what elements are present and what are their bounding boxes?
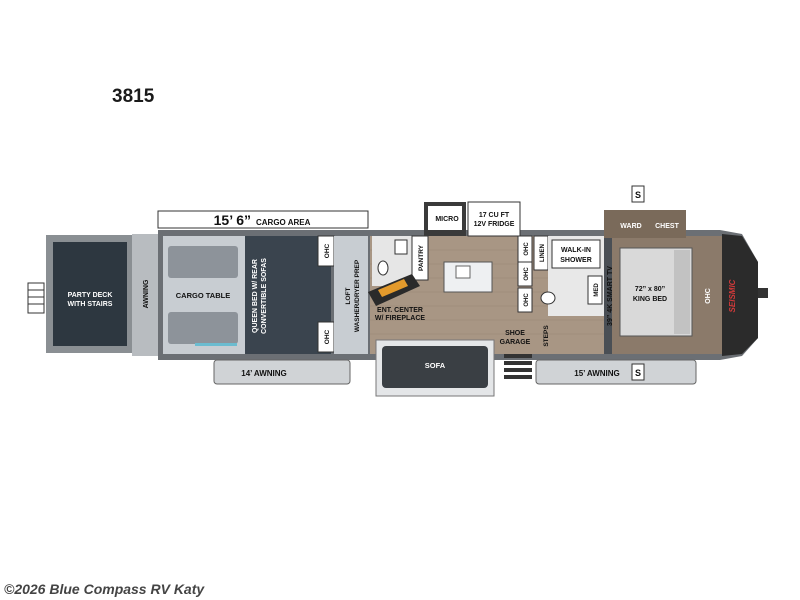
slide-marker-bottom-label: S xyxy=(635,368,641,378)
linen-label: LINEN xyxy=(540,244,546,262)
king-bed-label-1: 72” x 80” xyxy=(635,286,665,293)
micro-label: MICRO xyxy=(435,216,459,223)
cargo-dimension-value: 15’ 6” xyxy=(214,212,251,228)
slide-marker-top xyxy=(631,185,645,203)
ohc-garage-top: OHC xyxy=(324,243,331,258)
ohc-mid-2: OHC xyxy=(524,267,530,281)
ohc-bedroom: OHC xyxy=(705,288,712,304)
ohc-mid-1: OHC xyxy=(524,242,530,256)
tv-wall xyxy=(604,236,612,354)
party-deck-label-2: WITH STAIRS xyxy=(68,301,113,308)
rear-awning-label: AWNING xyxy=(143,279,150,308)
party-deck-label-1: PARTY DECK xyxy=(68,292,113,299)
shower-label-1: WALK-IN xyxy=(561,247,591,254)
watermark: ©2026 Blue Compass RV Katy xyxy=(4,581,205,597)
slide-marker-top-label: S xyxy=(635,190,641,200)
awning-15 xyxy=(535,359,697,385)
sofa-label: SOFA xyxy=(425,361,446,370)
island-sink xyxy=(455,265,471,279)
hitch xyxy=(758,288,768,298)
sofa xyxy=(382,346,488,388)
model-number: 3815 xyxy=(112,86,155,107)
pillows xyxy=(674,250,690,334)
front-cap xyxy=(722,234,758,356)
micro-inner xyxy=(428,206,462,230)
chest-label: CHEST xyxy=(655,223,679,230)
fridge-label-2: 12V FRIDGE xyxy=(474,221,515,228)
ohc-column-mid: OHC OHC OHC xyxy=(517,235,533,313)
ent-center: ENT. CENTER W/ FIREPLACE xyxy=(368,274,425,322)
cargo-garage: CARGO TABLE QUEEN BED W/ REAR CONVERTIBL… xyxy=(163,235,368,354)
ohc-garage-bottom: OHC xyxy=(324,329,331,344)
sink-front xyxy=(394,239,408,255)
walk-in-shower xyxy=(551,239,601,269)
med-cabinet xyxy=(587,275,603,305)
ward-label: WARD xyxy=(620,223,641,230)
cargo-area-label: CARGO AREA xyxy=(256,218,311,227)
slide-marker-bottom xyxy=(631,363,645,381)
med-label: MED xyxy=(594,283,600,297)
ent-center-label-2: W/ FIREPLACE xyxy=(375,315,425,322)
entry-steps xyxy=(504,354,532,379)
tv-label: 39” 4K SMART TV xyxy=(607,266,614,326)
washer-dryer-label: WASHER/DRYER PREP xyxy=(354,259,361,332)
shoe-label-2: GARAGE xyxy=(500,339,531,346)
ward-chest xyxy=(604,210,686,238)
fridge-label-1: 17 CU FT xyxy=(479,212,510,219)
awning-14 xyxy=(213,359,351,385)
pantry-label: PANTRY xyxy=(418,244,425,271)
awning-15-label: 15’ AWNING xyxy=(574,369,620,378)
cargo-dimension: 15’ 6” CARGO AREA xyxy=(157,210,369,229)
fridge-box xyxy=(467,201,521,237)
ohc-mid-3: OHC xyxy=(524,293,530,307)
cargo-table-label: CARGO TABLE xyxy=(176,291,230,300)
shower-label-2: SHOWER xyxy=(560,257,592,264)
pantry xyxy=(411,235,429,281)
rear-awning xyxy=(132,234,158,356)
toilet-rear xyxy=(540,291,556,305)
steps-label: STEPS xyxy=(543,325,550,347)
queen-bed-label-2: CONVERTIBLE SOFAS xyxy=(261,258,268,334)
king-bed-label-2: KING BED xyxy=(633,296,667,303)
brand-logo: SEISMIC xyxy=(728,279,737,312)
shoe-label-1: SHOE xyxy=(505,330,525,337)
awning-14-label: 14’ AWNING xyxy=(241,369,287,378)
ent-center-label-1: ENT. CENTER xyxy=(377,307,423,314)
party-deck: PARTY DECK WITH STAIRS xyxy=(27,235,132,353)
queen-bed-label-1: QUEEN BED W/ REAR xyxy=(252,259,259,333)
toilet-front xyxy=(377,260,389,276)
loft-label: LOFT xyxy=(345,287,352,304)
